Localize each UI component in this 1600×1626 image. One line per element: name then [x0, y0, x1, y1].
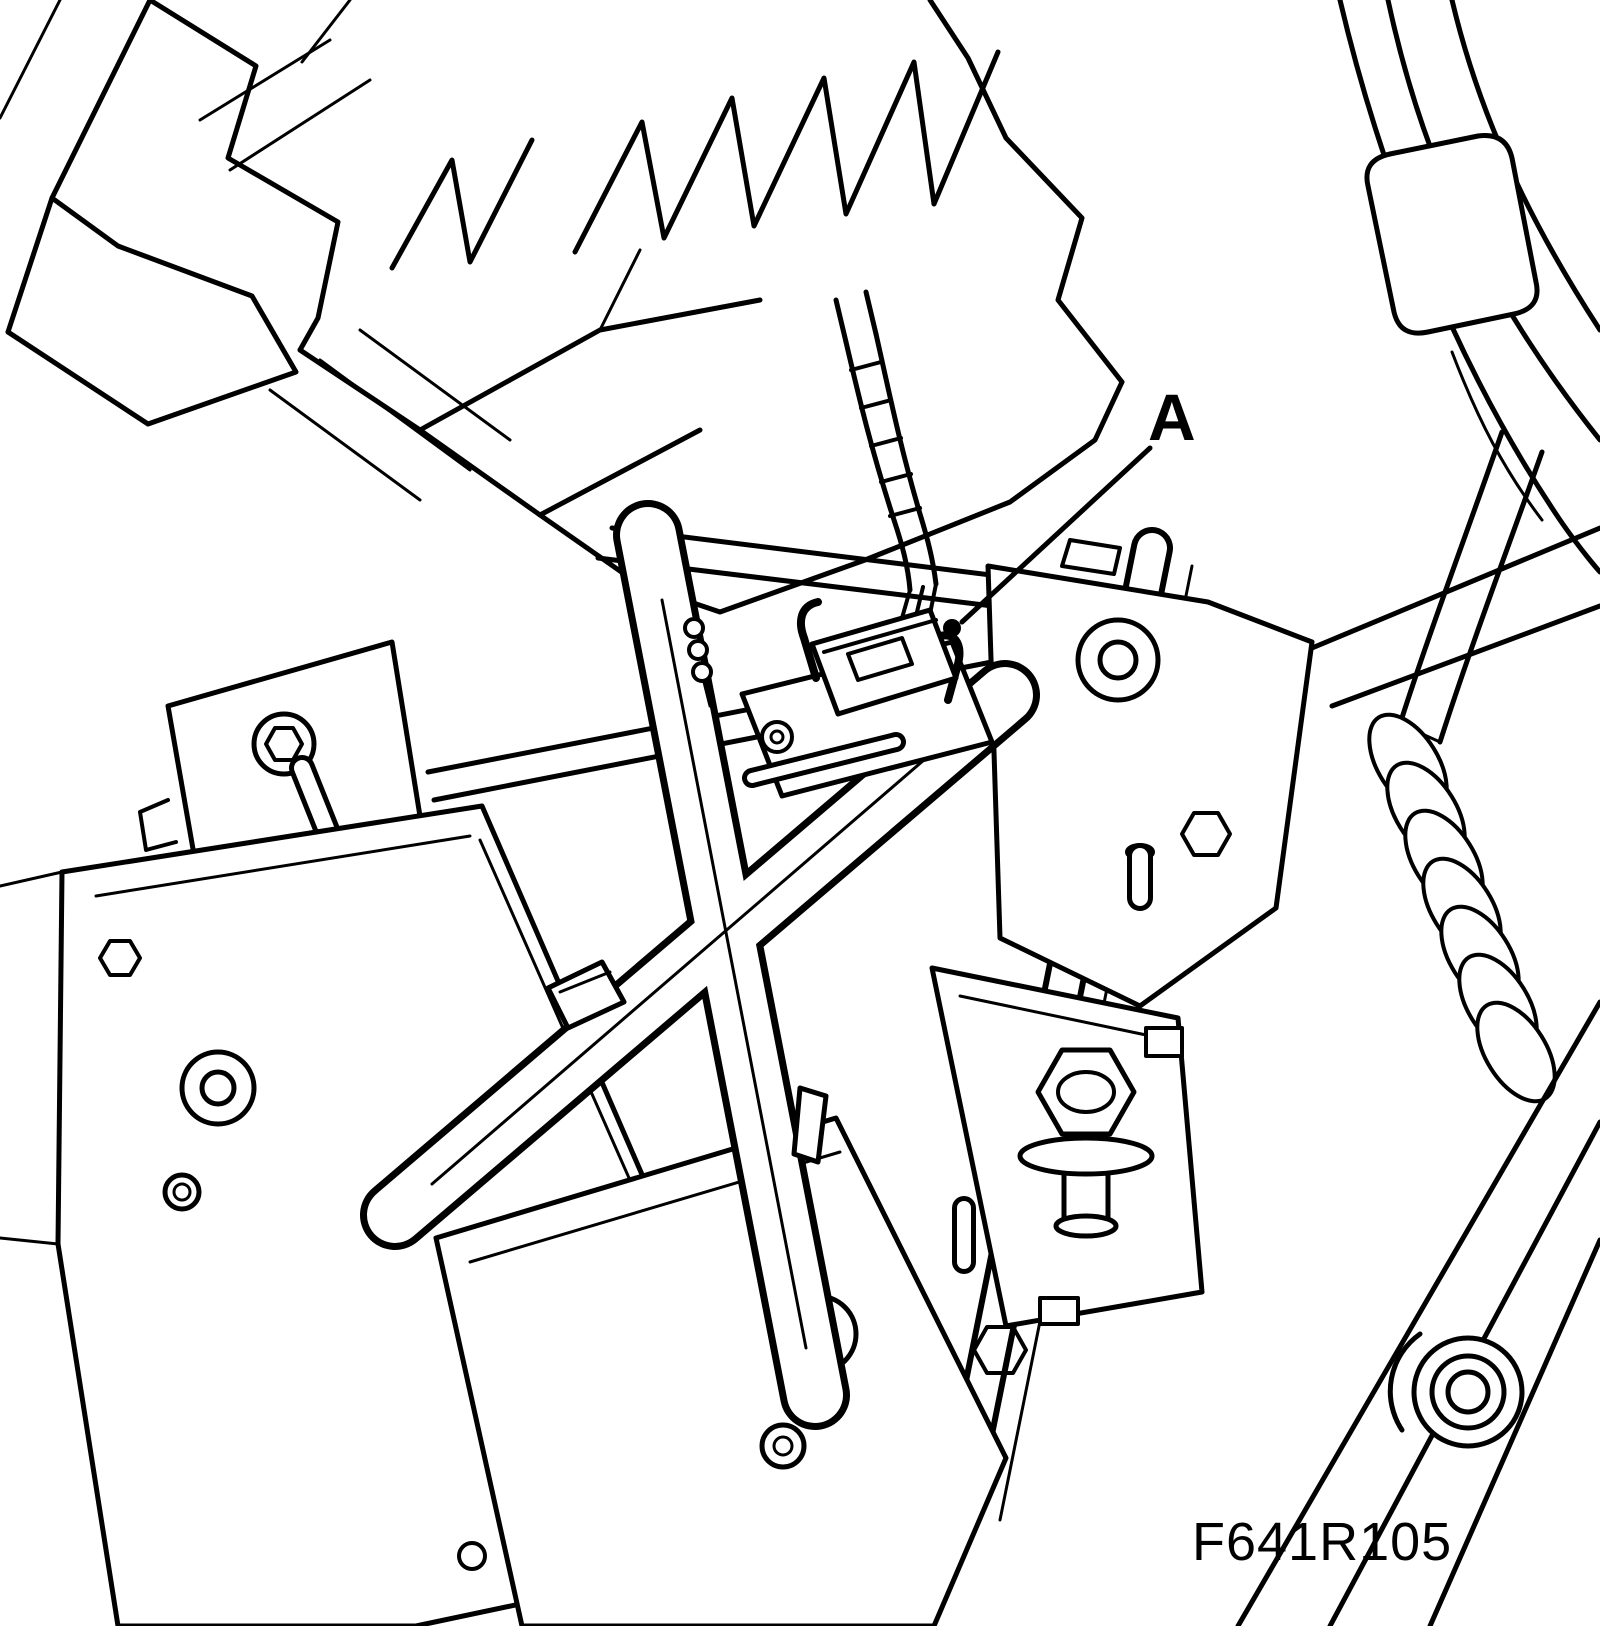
body-side-pillar: [1337, 0, 1600, 575]
seat-frame-x-brace: [360, 500, 1040, 1430]
callout-a: A: [943, 380, 1196, 637]
wiring-harness: [833, 289, 939, 620]
seat-cushion-underside: [0, 0, 1125, 615]
seat-connector: [739, 598, 995, 799]
callout-a-label: A: [1148, 380, 1196, 454]
coiled-cable: [1367, 712, 1557, 1104]
lower-right-bracket: [929, 965, 1205, 1329]
callout-a-dot: [943, 619, 961, 637]
small-hardware: [545, 617, 829, 1165]
figure-code: F641R105: [1192, 1512, 1452, 1572]
right-mount-plate: [985, 538, 1315, 1009]
floor-grommet: [1387, 1331, 1525, 1449]
